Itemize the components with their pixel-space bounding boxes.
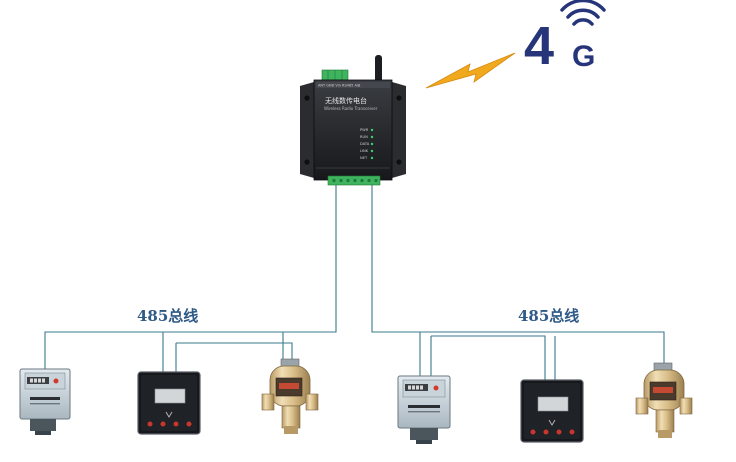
panel-meter-2 <box>520 379 584 443</box>
bus-wires <box>44 184 665 381</box>
lightning-bolt-icon <box>425 52 516 89</box>
gateway-subtitle: Wireless Radio Transceiver <box>324 106 378 111</box>
badge-letter: G <box>572 40 595 73</box>
water-meter-2 <box>635 362 693 438</box>
gateway-title: 无线数传电台 <box>325 96 367 105</box>
gateway-top-label: ANT GND Vin RS485 A/B <box>318 84 361 88</box>
svg-text:LINK: LINK <box>360 149 369 153</box>
bottom-terminal-block <box>327 175 381 186</box>
svg-text:NET: NET <box>360 156 368 160</box>
4g-badge: 4 G <box>524 0 606 76</box>
badge-number: 4 <box>524 16 554 76</box>
mount-ear-left <box>300 82 314 178</box>
mount-ear-right <box>392 82 406 178</box>
water-meter-1 <box>261 358 319 434</box>
svg-text:DATA: DATA <box>360 142 370 146</box>
svg-text:RUN: RUN <box>360 135 368 139</box>
rtu-gateway: ANT GND Vin RS485 A/B 无线数传电台 Wireless Ra… <box>300 55 406 186</box>
panel-meter-1 <box>137 371 201 435</box>
top-terminal-block <box>321 69 349 81</box>
electric-meter-1 <box>19 368 71 435</box>
electric-meter-2 <box>397 375 451 444</box>
status-leds: PWR RUN DATA LINK NET <box>360 128 374 160</box>
bus-label-right: 485总线 <box>518 307 579 325</box>
signal-waves-icon <box>560 0 606 26</box>
svg-text:PWR: PWR <box>360 128 369 132</box>
bus-label-left: 485总线 <box>137 307 198 325</box>
